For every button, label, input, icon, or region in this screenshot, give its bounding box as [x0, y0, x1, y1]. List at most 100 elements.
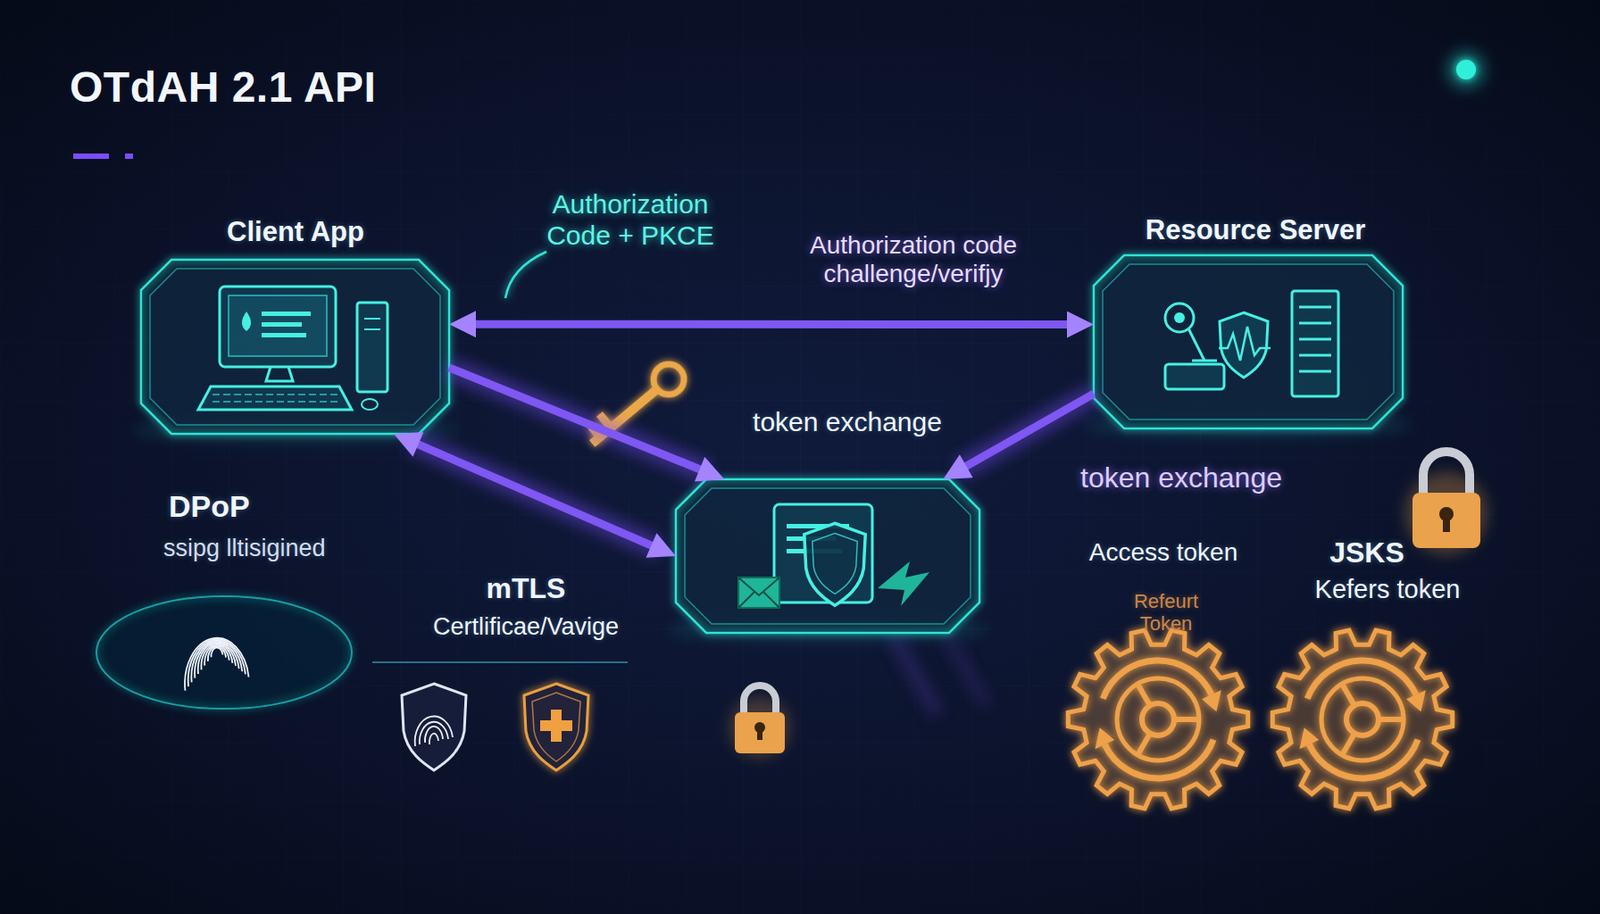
- smoke-trail: [892, 635, 938, 715]
- underline-rule: [372, 661, 628, 664]
- monitor-stand: [266, 366, 293, 382]
- leader-line: [505, 251, 547, 299]
- gear-glow: [1277, 634, 1448, 805]
- connector-glow: [449, 313, 1094, 335]
- connector-glow: [942, 393, 1094, 480]
- shield-icon: [804, 523, 866, 606]
- screen-line: [261, 311, 311, 317]
- padlock-keyhole: [1442, 514, 1450, 533]
- fingerprint-line: [415, 716, 453, 747]
- gear-small: [1165, 303, 1194, 333]
- gear-icon: JSKSKefers token: [1270, 627, 1455, 812]
- waveform: [1218, 326, 1271, 361]
- node-outline: [1093, 255, 1403, 429]
- fingerprint-line: [210, 648, 223, 659]
- shield-inner: [532, 692, 581, 762]
- envelope-icon: [738, 577, 780, 609]
- padlock-shackle: [743, 685, 776, 715]
- edge-label: Authorization code challenge/verifjy: [770, 231, 1057, 289]
- node-outline: [675, 479, 980, 634]
- box-heading: Resource Server: [1112, 214, 1399, 247]
- gear-icon: Access tokenRefeurt Token: [1066, 627, 1250, 812]
- gear-teeth: [1272, 630, 1452, 809]
- monitor-screen: [228, 295, 327, 357]
- mouse-icon: [361, 399, 378, 410]
- node-shape: [1270, 627, 1455, 812]
- client-box: Client App: [141, 259, 450, 434]
- padlock-icon: [1405, 451, 1488, 555]
- tower-slot: [364, 317, 381, 320]
- arrow-connector: [942, 393, 1094, 480]
- gear-group: [1272, 630, 1452, 809]
- server-box: Resource Server: [1093, 255, 1403, 429]
- fingerprint-ellipse: DPoPssipg lltisigined: [96, 596, 352, 709]
- plus-bar: [540, 720, 573, 732]
- rack-slot: [1299, 338, 1332, 342]
- fingerprint-line: [425, 726, 443, 743]
- rack-slot: [1299, 322, 1332, 325]
- node-outline: [96, 596, 352, 709]
- node-shape: [96, 596, 352, 709]
- arrow-connector: [449, 367, 725, 480]
- padlock-icon: [729, 685, 791, 759]
- title-accent-dot: [125, 153, 134, 159]
- keyboard-icon: [198, 386, 352, 410]
- fingerprint-line: [429, 733, 439, 745]
- exchange-box: token exchange: [675, 479, 980, 634]
- padlock-body: [1412, 492, 1481, 549]
- shield-outline: [401, 683, 467, 771]
- connector-glow: [449, 367, 725, 480]
- gear-glow: [1073, 634, 1243, 805]
- node-shape: [675, 479, 980, 634]
- corner-dot: [1456, 59, 1476, 80]
- arrow-connector: [393, 433, 676, 557]
- gear-subtext: Kefers token: [1284, 575, 1491, 605]
- node-shape: [1066, 627, 1250, 812]
- shield-inner: [812, 533, 858, 595]
- connector-group: [942, 393, 1094, 480]
- screen-line: [261, 322, 302, 327]
- shield-plus-icon: [524, 683, 589, 771]
- protocol-subtext: Certlificae/Vavige: [383, 613, 669, 642]
- key-tooth: [596, 411, 612, 428]
- node-inner-outline: [684, 488, 971, 625]
- connector-group: [449, 324, 1094, 325]
- device-base: [1165, 364, 1225, 390]
- smoke-trail: [946, 635, 987, 706]
- shield-outline: [524, 683, 589, 771]
- node-inner-outline: [150, 268, 441, 425]
- arrow-connector: [449, 320, 1094, 329]
- title-accent-bar: [73, 153, 109, 159]
- box-heading: Client App: [179, 216, 412, 249]
- node-shape: [1093, 255, 1403, 429]
- padlock-keyhole: [757, 727, 763, 741]
- connector-group: [449, 367, 725, 480]
- rack-slot: [1299, 354, 1332, 358]
- screen-line: [261, 333, 307, 338]
- envelope-flap: [738, 577, 780, 609]
- server-rack: [1291, 291, 1339, 397]
- arrow-icon: [877, 561, 930, 607]
- fingerprint-line: [419, 722, 449, 745]
- padlock-glow: [729, 697, 791, 759]
- key-icon: [580, 356, 691, 456]
- arm-icon: [1188, 328, 1217, 361]
- node-inner-outline: [1102, 264, 1394, 420]
- padlock-body: [734, 712, 785, 754]
- edge-label: token exchange: [1047, 461, 1316, 495]
- keyboard-row: [212, 393, 342, 396]
- node-outline: [141, 259, 450, 434]
- drop-icon: [241, 311, 251, 332]
- ellipse-heading: DPoP: [168, 489, 348, 525]
- fingerprint-line: [188, 639, 246, 687]
- rack-slot: [1299, 370, 1332, 374]
- gear-hub: [1174, 312, 1185, 324]
- gear-teeth: [1067, 630, 1248, 809]
- flow-callout: Authorization Code + PKCE: [527, 189, 734, 251]
- tower-icon: [357, 302, 388, 392]
